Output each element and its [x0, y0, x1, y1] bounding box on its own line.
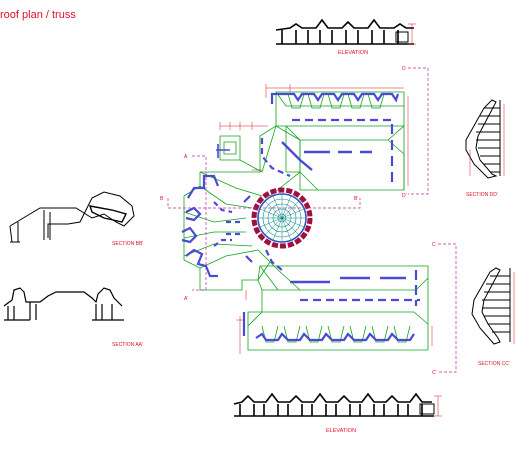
cut-marker-a-prime: A' — [184, 296, 188, 302]
upper-wing-roof — [275, 91, 405, 191]
cut-marker-d: D — [402, 66, 406, 72]
plan-dimensions — [219, 84, 433, 354]
section-dd-label: SECTION DD' — [466, 192, 498, 198]
upper-wing-beams — [270, 92, 400, 182]
section-dd-dimensions — [469, 104, 505, 176]
section-aa-label: SECTION AA' — [112, 342, 143, 348]
cut-marker-c: C — [432, 242, 436, 248]
cut-marker-d-prime: D' — [402, 193, 407, 199]
section-dd-drawing — [465, 99, 501, 179]
roof-plan: A A' B B' D D' C C' — [160, 66, 457, 376]
cut-marker-c-prime: C' — [432, 370, 437, 376]
cut-marker-b-prime: B' — [354, 196, 358, 202]
section-bb-label: SECTION BB' — [112, 241, 143, 247]
section-cc-drawing — [471, 267, 511, 345]
section-cut-lines — [167, 67, 457, 373]
central-dome — [251, 187, 313, 249]
lower-wing-beams — [242, 270, 420, 342]
central-hub-beams — [181, 138, 313, 278]
elevation-bottom-drawing — [233, 392, 435, 417]
elevation-top-dimensions — [408, 23, 416, 45]
section-cc-label: SECTION CC' — [478, 361, 510, 367]
elevation-top-label: ELEVATION — [338, 50, 368, 56]
elevation-top-drawing — [275, 18, 414, 45]
drawing-title: roof plan / truss — [0, 9, 76, 21]
cut-marker-a: A — [184, 154, 188, 160]
cut-marker-b: B — [160, 196, 164, 202]
lower-wing-roof — [247, 265, 429, 351]
elevation-bottom-label: ELEVATION — [326, 428, 356, 434]
section-bb-drawing — [9, 191, 135, 243]
section-aa-drawing — [3, 287, 124, 321]
elevation-bottom-dimensions — [434, 395, 442, 417]
